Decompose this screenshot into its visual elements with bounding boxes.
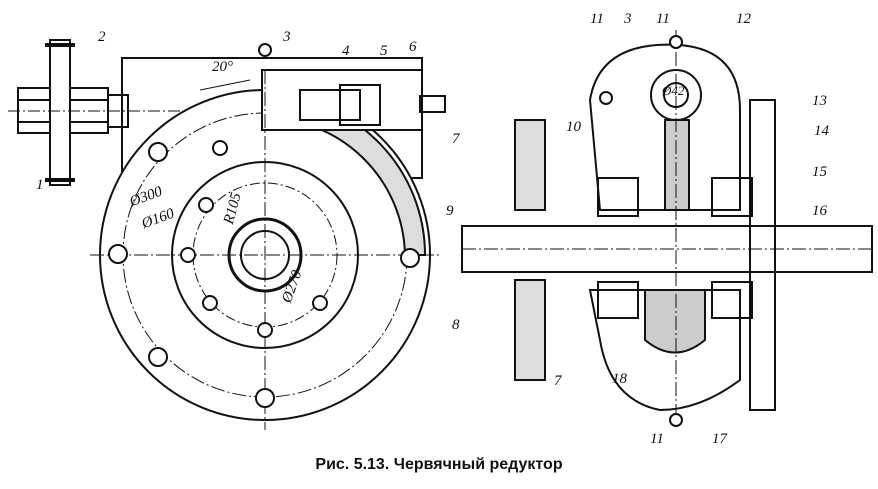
bolts xyxy=(108,35,683,427)
label-4: 4 xyxy=(342,43,350,59)
label-2: 2 xyxy=(98,29,106,45)
label-9: 9 xyxy=(446,203,454,219)
label-11-top: 11 xyxy=(656,11,670,27)
label-5: 5 xyxy=(380,43,388,59)
label-8: 8 xyxy=(452,317,460,333)
front-view xyxy=(90,57,446,430)
label-13: 13 xyxy=(812,93,827,109)
label-3-section: 3 xyxy=(624,11,632,27)
angle-20: 20° xyxy=(212,59,233,75)
label-7-front: 7 xyxy=(452,131,460,147)
label-11-top-left: 11 xyxy=(590,11,604,27)
dim-d42: Ø42 xyxy=(662,83,685,98)
label-10: 10 xyxy=(566,119,581,135)
label-11-bottom: 11 xyxy=(650,431,664,447)
figure-caption: Рис. 5.13. Червячный редуктор xyxy=(315,456,563,473)
label-16: 16 xyxy=(812,203,827,219)
label-18: 18 xyxy=(612,371,627,387)
coupling xyxy=(8,39,260,186)
label-17: 17 xyxy=(712,431,727,447)
label-7-section: 7 xyxy=(554,373,562,389)
label-3: 3 xyxy=(283,29,291,45)
section-view xyxy=(461,30,873,420)
label-6: 6 xyxy=(409,39,417,55)
label-14: 14 xyxy=(814,123,829,139)
label-1: 1 xyxy=(36,177,44,193)
label-12: 12 xyxy=(736,11,751,27)
label-15: 15 xyxy=(812,164,827,180)
